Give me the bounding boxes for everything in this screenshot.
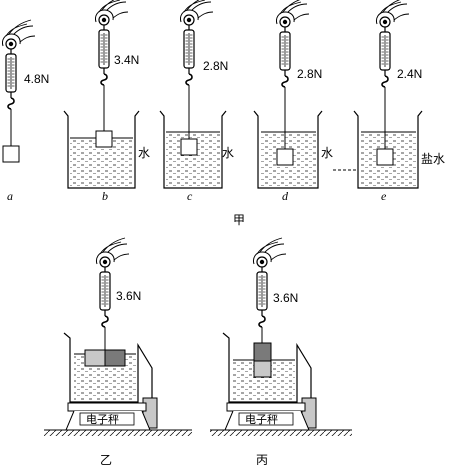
reading-yi: 3.6N bbox=[116, 289, 141, 303]
setup-a: 4.8N a bbox=[1, 19, 49, 203]
hand-icon bbox=[375, 0, 410, 28]
block-bing-dark bbox=[253, 342, 272, 362]
block-e bbox=[376, 148, 394, 166]
ground-yi bbox=[44, 430, 192, 436]
caption-jia: 甲 bbox=[233, 213, 245, 227]
letter-c: c bbox=[187, 189, 193, 203]
block-yi-light bbox=[84, 349, 106, 367]
spring-scale-icon bbox=[99, 266, 111, 328]
letter-e: e bbox=[381, 189, 387, 203]
hand-icon bbox=[179, 0, 214, 26]
liquid-e: 盐水 bbox=[421, 152, 445, 166]
reading-a: 4.8N bbox=[24, 72, 49, 86]
liquid-b: 水 bbox=[138, 146, 150, 160]
spring-scale-icon bbox=[256, 266, 268, 328]
block-bing-light bbox=[253, 360, 272, 378]
electronic-scale-icon bbox=[65, 402, 151, 431]
hand-icon bbox=[95, 237, 130, 268]
liquid-c: 水 bbox=[222, 146, 234, 160]
ground-bing bbox=[210, 430, 352, 436]
scale-label-bing: 电子秤 bbox=[245, 413, 278, 426]
spring-scale-icon bbox=[5, 48, 17, 110]
hand-icon bbox=[94, 0, 129, 26]
reading-d: 2.8N bbox=[297, 67, 322, 81]
block-b bbox=[95, 130, 113, 148]
spring-scale-icon bbox=[183, 24, 195, 86]
electronic-scale-icon bbox=[224, 402, 310, 431]
beaker-icon bbox=[63, 110, 140, 189]
scale-label-yi: 电子秤 bbox=[86, 413, 119, 426]
block-a bbox=[2, 145, 20, 163]
spring-scale-icon bbox=[379, 26, 391, 88]
liquid-d: 水 bbox=[321, 146, 333, 160]
reading-b: 3.4N bbox=[114, 53, 139, 67]
letter-d: d bbox=[282, 189, 289, 203]
reading-c: 2.8N bbox=[203, 59, 228, 73]
letter-a: a bbox=[7, 189, 13, 203]
setup-e: 2.4N 盐水 e bbox=[353, 0, 445, 203]
caption-bing: 丙 bbox=[256, 453, 268, 467]
setup-d: 2.8N 水 d bbox=[253, 0, 333, 203]
caption-yi: 乙 bbox=[100, 453, 112, 467]
block-c bbox=[180, 138, 198, 156]
block-yi-dark bbox=[104, 349, 126, 367]
hand-icon bbox=[275, 0, 310, 28]
spring-scale-icon bbox=[98, 24, 110, 86]
hand-icon bbox=[252, 237, 287, 268]
hand-icon bbox=[1, 19, 36, 50]
block-d bbox=[276, 148, 294, 166]
reading-e: 2.4N bbox=[397, 67, 422, 81]
spring-scale-icon bbox=[279, 26, 291, 88]
letter-b: b bbox=[102, 189, 108, 203]
setup-yi: 3.6N 电子秤 乙 bbox=[44, 237, 192, 467]
reading-bing: 3.6N bbox=[273, 291, 298, 305]
setup-b: 3.4N 水 b bbox=[63, 0, 150, 203]
setup-bing: 3.6N 电子秤 丙 bbox=[210, 237, 352, 467]
setup-c: 2.8N 水 c bbox=[159, 0, 234, 203]
